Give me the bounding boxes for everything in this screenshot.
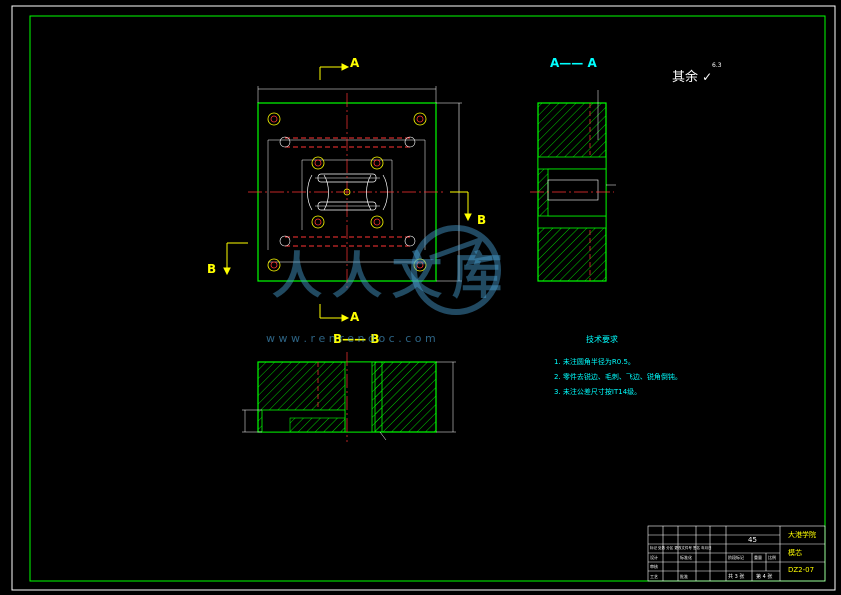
title-block-weight: 重量 <box>754 555 762 560</box>
tech-req-item-2: 2. 零件去锐边、毛刺、飞边、锐角倒钝。 <box>554 373 682 381</box>
cut-label-a-top: A <box>350 56 360 70</box>
corner-holes <box>267 112 427 272</box>
view-title-bb: B—— B <box>333 332 380 346</box>
title-block-sheet-total: 共 3 张 <box>728 574 745 580</box>
section-arrows <box>223 63 472 322</box>
title-block-checker: 审核 <box>650 564 658 569</box>
title-block-standard: 标准化 <box>680 555 692 560</box>
title-block-approve: 批准 <box>680 574 688 579</box>
tech-req-item-3: 3. 未注公差尺寸按IT14级。 <box>554 388 642 396</box>
title-block-process: 工艺 <box>650 574 658 579</box>
roughness-value: 6.3 <box>712 62 722 69</box>
title-block-material: 45 <box>748 536 757 544</box>
plan-view <box>223 63 472 322</box>
title-block-company: 大港学院 <box>788 531 816 539</box>
title-block-designer: 设计 <box>650 555 658 560</box>
cut-label-b-right: B <box>477 213 487 227</box>
title-block-stage: 阶段标记 <box>728 555 744 560</box>
cut-label-b-left: B <box>207 262 217 276</box>
inner-frame <box>29 15 826 582</box>
technical-requirements: 技术要求 1. 未注圆角半径为R0.5。 2. 零件去锐边、毛刺、飞边、锐角倒钝… <box>554 334 682 400</box>
section-aa-view <box>530 90 616 282</box>
watermark-text: 人人文库 <box>272 247 512 305</box>
title-block-drawing-no: DZ2-07 <box>788 566 815 574</box>
tech-req-title: 技术要求 <box>586 335 618 344</box>
title-block-scale: 比例 <box>768 555 776 560</box>
title-block-sheet-no: 第 4 张 <box>756 574 773 580</box>
title-block <box>647 525 826 582</box>
cut-label-a-bottom: A <box>350 310 360 324</box>
roughness-note: 其余 ✓ 6.3 <box>672 62 722 85</box>
section-bb-view <box>242 352 456 442</box>
roughness-symbol: ✓ <box>702 70 713 84</box>
watermark-url: w w w . r e n r e n d o c . c o m <box>266 332 436 345</box>
roughness-label: 其余 <box>672 70 699 85</box>
view-title-aa: A—— A <box>550 56 597 70</box>
watermark-logo <box>411 225 501 315</box>
title-block-marks-row: 标记 处数 分区 更改文件号 签名 年月日 <box>650 546 712 550</box>
title-block-part-name: 模芯 <box>788 549 802 557</box>
outer-frame <box>11 5 836 591</box>
cavity-runner <box>307 156 388 229</box>
tech-req-item-1: 1. 未注圆角半径为R0.5。 <box>554 358 635 366</box>
